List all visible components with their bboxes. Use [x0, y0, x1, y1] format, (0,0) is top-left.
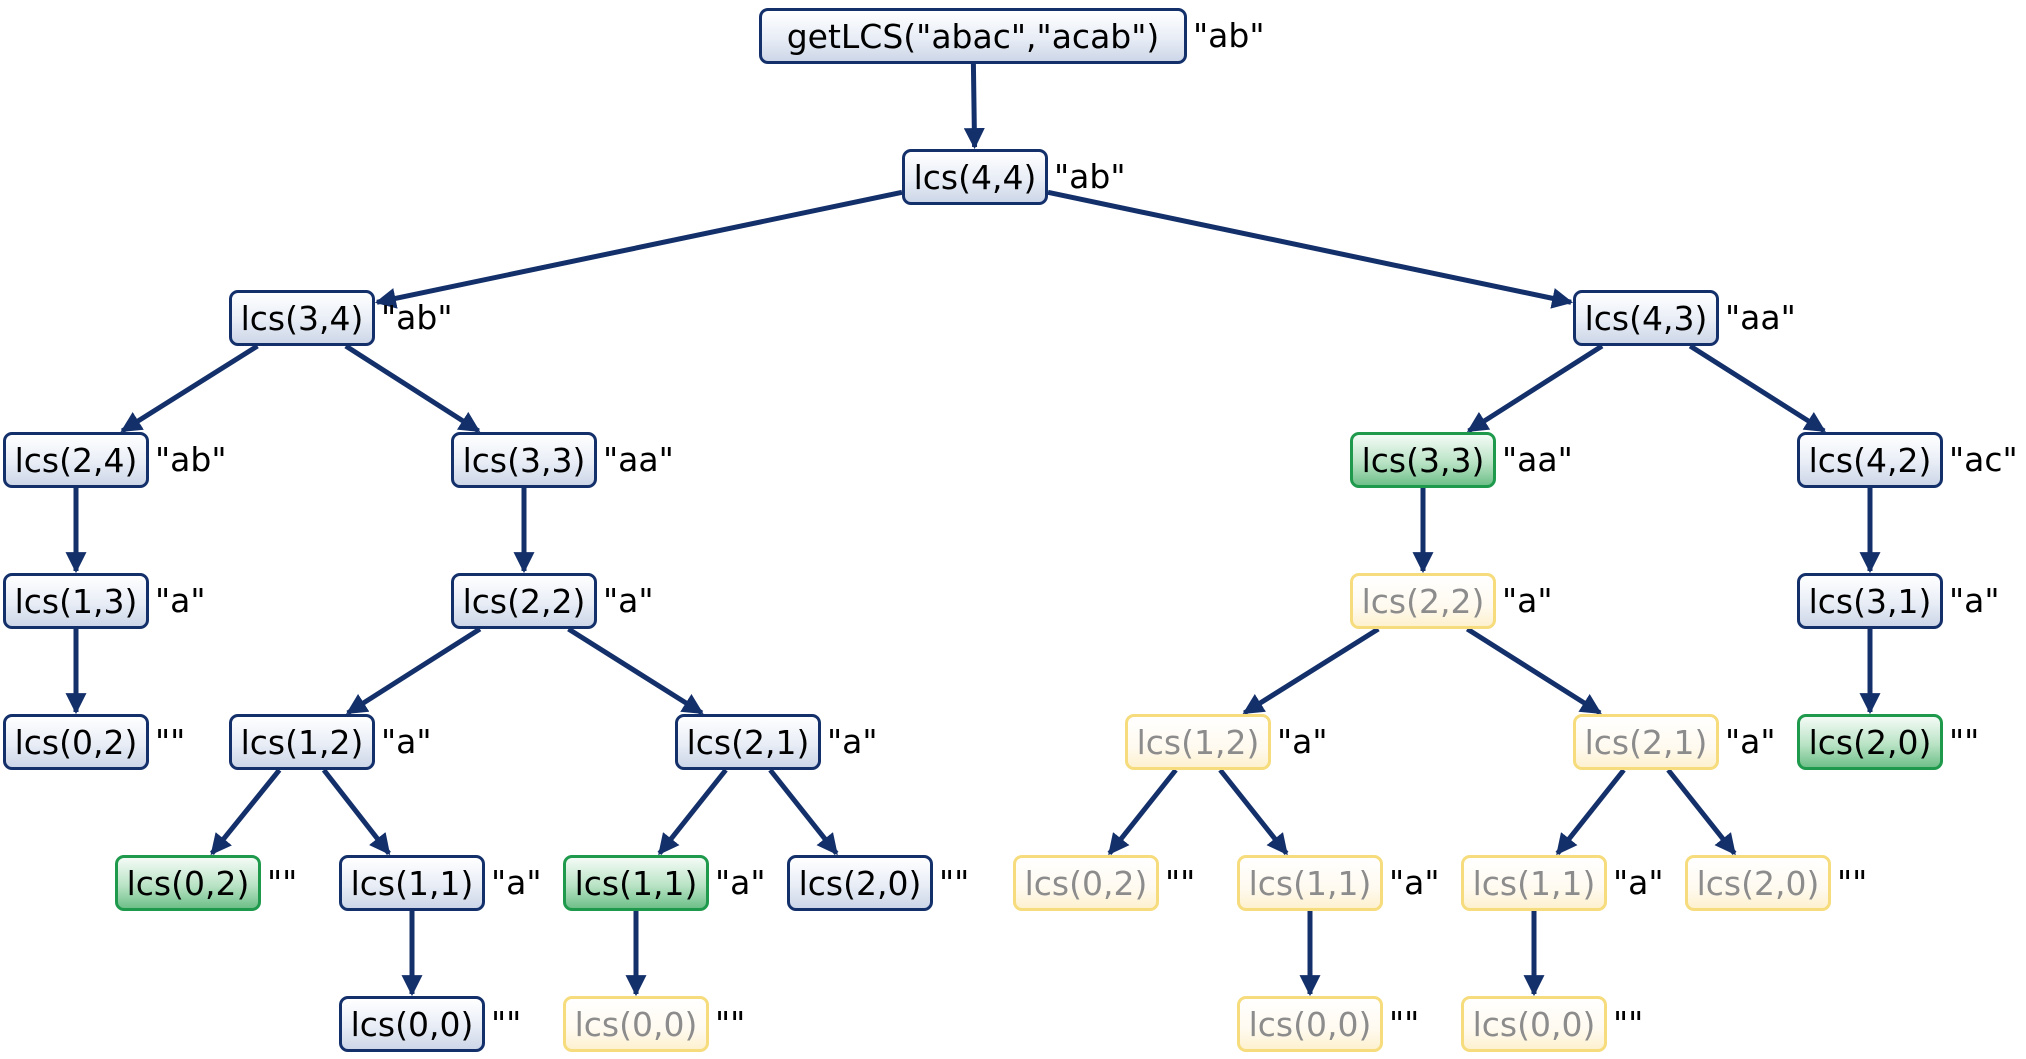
tree-node-n12b: lcs(1,2): [1125, 714, 1271, 770]
tree-node-n00d: lcs(0,0): [1461, 996, 1607, 1052]
tree-edge-n12b-n02c: [1107, 768, 1178, 856]
tree-node-result-n42: "ac": [1949, 440, 2018, 479]
tree-node-result-n00a: "": [491, 1004, 522, 1043]
tree-node-n02b: lcs(0,2): [115, 855, 261, 911]
tree-node-n02a: lcs(0,2): [3, 714, 149, 770]
tree-node-result-n11c: "a": [1389, 863, 1440, 902]
tree-node-result-n31: "a": [1949, 581, 2000, 620]
tree-node-n11d: lcs(1,1): [1461, 855, 1607, 911]
tree-edge-n44-n43: [1047, 189, 1574, 309]
tree-node-n11c: lcs(1,1): [1237, 855, 1383, 911]
tree-node-result-n43: "aa": [1725, 298, 1796, 337]
tree-edge-n34-n24: [120, 343, 259, 434]
tree-node-result-n34: "ab": [381, 298, 453, 337]
tree-edge-n12a-n02b: [209, 768, 282, 856]
tree-node-n44: lcs(4,4): [902, 149, 1048, 205]
tree-node-result-n02c: "": [1165, 863, 1196, 902]
tree-edge-n21a-n11b: [657, 768, 728, 856]
tree-edge-n22b-n21b: [1465, 626, 1602, 716]
tree-node-result-n44: "ab": [1054, 157, 1126, 196]
tree-node-result-n24: "ab": [155, 440, 227, 479]
tree-edge-n21a-n20b: [768, 768, 839, 856]
tree-edge-n44-n34: [374, 189, 903, 309]
tree-edge-n22a-n12a: [346, 626, 482, 716]
tree-node-result-n20c: "": [1837, 863, 1868, 902]
tree-node-n00b: lcs(0,0): [563, 996, 709, 1052]
tree-node-result-n11b: "a": [715, 863, 766, 902]
tree-node-n31: lcs(3,1): [1797, 573, 1943, 629]
tree-node-result-n02a: "": [155, 722, 186, 761]
tree-node-n21a: lcs(2,1): [675, 714, 821, 770]
tree-node-result-n11a: "a": [491, 863, 542, 902]
tree-node-result-root: "ab": [1193, 16, 1265, 55]
tree-edge-n12a-n11a: [321, 768, 391, 856]
tree-edge-n22b-n12b: [1242, 626, 1380, 716]
tree-node-result-n00b: "": [715, 1004, 746, 1043]
tree-node-result-n12b: "a": [1277, 722, 1328, 761]
tree-edge-n43-n42: [1688, 343, 1826, 434]
tree-node-n21b: lcs(2,1): [1573, 714, 1719, 770]
tree-node-result-n20a: "": [1949, 722, 1980, 761]
tree-node-n20b: lcs(2,0): [787, 855, 933, 911]
tree-node-n20a: lcs(2,0): [1797, 714, 1943, 770]
tree-node-n34: lcs(3,4): [229, 290, 375, 346]
tree-node-result-n00c: "": [1389, 1004, 1420, 1043]
tree-node-n11a: lcs(1,1): [339, 855, 485, 911]
tree-edge-n22a-n21a: [567, 626, 704, 716]
tree-node-result-n21b: "a": [1725, 722, 1776, 761]
tree-node-result-n13: "a": [155, 581, 206, 620]
tree-edge-n34-n33a: [344, 343, 481, 434]
tree-node-n00c: lcs(0,0): [1237, 996, 1383, 1052]
tree-node-result-n21a: "a": [827, 722, 878, 761]
tree-node-n13: lcs(1,3): [3, 573, 149, 629]
tree-node-result-n33b: "aa": [1502, 440, 1573, 479]
tree-node-result-n11d: "a": [1613, 863, 1664, 902]
tree-edge-n12b-n11c: [1218, 768, 1289, 856]
tree-edge-root-n44: [963, 63, 985, 150]
tree-edge-n21b-n11d: [1555, 768, 1626, 856]
tree-node-n33b: lcs(3,3): [1350, 432, 1496, 488]
tree-node-root: getLCS("abac","acab"): [759, 8, 1187, 64]
tree-node-result-n12a: "a": [381, 722, 432, 761]
tree-node-result-n22b: "a": [1502, 581, 1553, 620]
tree-edge-n43-n33b: [1466, 343, 1604, 434]
tree-node-n00a: lcs(0,0): [339, 996, 485, 1052]
tree-node-n20c: lcs(2,0): [1685, 855, 1831, 911]
tree-node-n24: lcs(2,4): [3, 432, 149, 488]
tree-edge-n21b-n20c: [1666, 768, 1737, 856]
tree-node-n43: lcs(4,3): [1573, 290, 1719, 346]
tree-node-result-n02b: "": [267, 863, 298, 902]
tree-node-result-n00d: "": [1613, 1004, 1644, 1043]
tree-node-result-n22a: "a": [603, 581, 654, 620]
tree-node-n33a: lcs(3,3): [451, 432, 597, 488]
tree-node-n22a: lcs(2,2): [451, 573, 597, 629]
tree-node-n02c: lcs(0,2): [1013, 855, 1159, 911]
tree-node-n12a: lcs(1,2): [229, 714, 375, 770]
tree-node-n22b: lcs(2,2): [1350, 573, 1496, 629]
tree-node-result-n20b: "": [939, 863, 970, 902]
tree-node-result-n33a: "aa": [603, 440, 674, 479]
tree-node-n42: lcs(4,2): [1797, 432, 1943, 488]
tree-node-n11b: lcs(1,1): [563, 855, 709, 911]
